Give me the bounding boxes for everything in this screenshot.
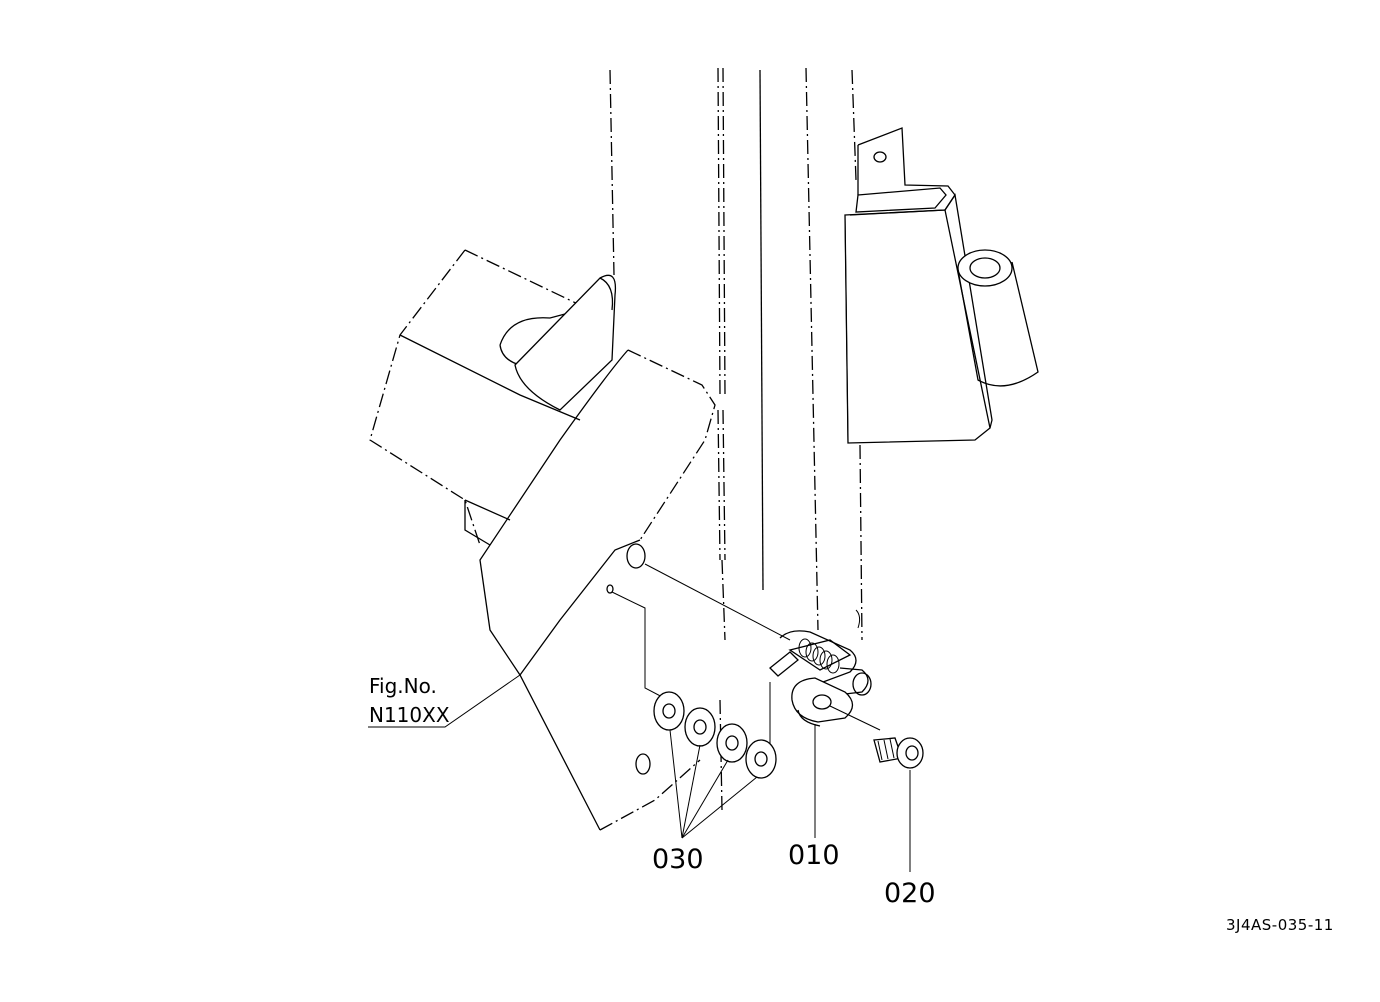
drawing-code: 3J4AS-035-11 — [1226, 916, 1334, 934]
steering-column — [609, 67, 863, 811]
figure-ref-line2: N110XX — [369, 703, 450, 727]
washer — [684, 707, 716, 747]
switch-assembly-010 — [644, 563, 881, 731]
callout-010: 010 — [788, 840, 840, 871]
figure-ref-line1: Fig.No. — [369, 674, 437, 698]
mounting-plate — [479, 349, 716, 831]
upper-bracket — [844, 127, 1039, 444]
washer — [653, 691, 685, 731]
callout-020: 020 — [884, 878, 936, 909]
callout-030: 030 — [652, 844, 704, 875]
leader-lines — [368, 674, 911, 872]
washer — [716, 723, 748, 763]
screw-020 — [873, 737, 924, 769]
washer — [745, 739, 777, 779]
washers-030 — [611, 591, 777, 779]
left-housing — [369, 249, 617, 546]
